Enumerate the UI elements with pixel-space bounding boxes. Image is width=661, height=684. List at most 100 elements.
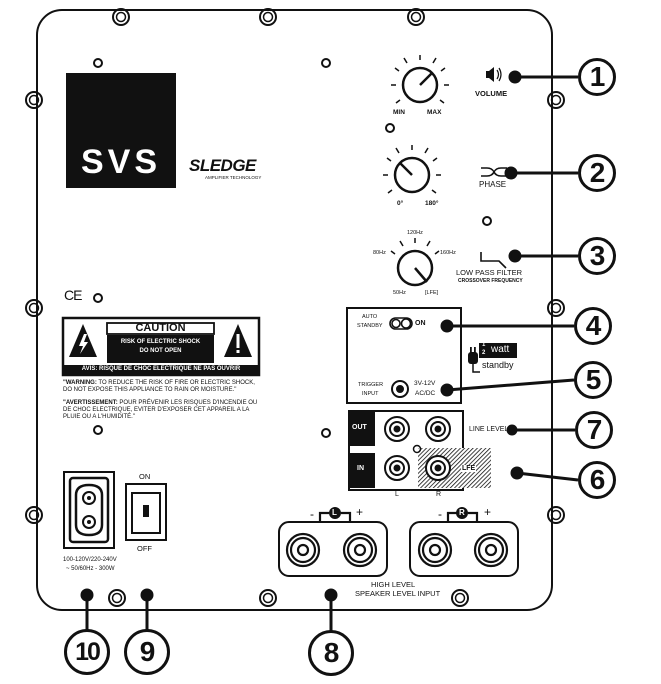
half-watt-num: 1 — [482, 342, 486, 348]
lowpass-80-label: 80Hz — [373, 250, 386, 256]
trigger-input-label: INPUT — [362, 391, 379, 397]
volume-max-label: MAX — [427, 109, 442, 116]
lowpass-label: LOW PASS FILTER — [456, 268, 522, 277]
callout-3: 3 — [578, 237, 616, 275]
volume-speaker-icon — [486, 67, 502, 82]
lowpass-50-label: 50Hz — [393, 290, 406, 296]
phase-label: PHASE — [479, 180, 507, 189]
screw-icon — [259, 589, 277, 607]
hl-left-badge-letter: L — [332, 508, 337, 517]
hl-right-plus: + — [484, 505, 492, 519]
line-level-label: LINE LEVEL — [469, 426, 509, 433]
plug-icon — [468, 347, 480, 373]
half-watt-den: 2 — [482, 350, 486, 356]
lowpass-knob-icon — [390, 238, 440, 287]
caution-label — [61, 316, 261, 377]
exclamation-warning-icon — [224, 324, 252, 357]
hl-left-plus: + — [356, 505, 364, 519]
power-inlet-icon — [63, 471, 115, 549]
trigger-voltage-label: 3V-12V — [414, 380, 436, 387]
phase-0-label: 0° — [397, 200, 404, 207]
control-box — [346, 307, 462, 404]
svs-logo-block — [66, 73, 176, 188]
ce-mark: CE — [64, 287, 82, 303]
callout-6: 6 — [578, 461, 616, 499]
lightning-warning-icon — [69, 324, 97, 357]
screw-icon — [108, 589, 126, 607]
callout-8: 8 — [308, 630, 354, 676]
lfe-label: LFE — [461, 465, 477, 472]
left-post-frame — [278, 521, 388, 577]
avert-bold: "AVERTISSEMENT: — [63, 400, 118, 406]
power-off-label: OFF — [137, 544, 152, 553]
volume-label: VOLUME — [475, 89, 508, 98]
power-rating-2: ~ 50/60Hz - 300W — [66, 566, 115, 572]
callout-4: 4 — [574, 307, 612, 345]
standby-label: STANDBY — [357, 323, 383, 329]
callout-1: 1 — [578, 58, 616, 96]
screw-icon — [25, 506, 43, 524]
lowpass-160-label: 160Hz — [440, 250, 456, 256]
line-in-label: IN — [357, 465, 364, 472]
binding-post-icon — [285, 532, 321, 568]
half-watt-badge — [468, 343, 517, 373]
half-watt-text: watt — [491, 344, 510, 355]
trigger-acdc-label: AC/DC — [415, 390, 436, 397]
rca-jack-icon — [384, 416, 410, 442]
lowpass-120-label: 120Hz — [407, 230, 423, 236]
warning-rest: TO REDUCE THE RISK OF FIRE OR ELECTRIC S… — [63, 380, 255, 393]
rca-jack-icon — [384, 455, 410, 481]
sledge-logo: SLEDGE — [189, 156, 256, 175]
screw-icon — [547, 506, 565, 524]
screw-icon — [259, 8, 277, 26]
binding-post-icon — [473, 532, 509, 568]
caution-line1: RISK OF ELECTRIC SHOCK — [120, 339, 201, 345]
hl-right-badge-letter: R — [459, 508, 465, 517]
speaker-level-input-label: SPEAKER LEVEL INPUT — [355, 589, 441, 598]
screw-icon — [25, 91, 43, 109]
screw-icon — [407, 8, 425, 26]
mounting-screws — [25, 8, 565, 607]
power-rating-1: 100-120V/220-240V — [63, 557, 117, 563]
screw-icon — [547, 91, 565, 109]
callout-5: 5 — [574, 361, 612, 399]
caution-title: CAUTION — [135, 322, 186, 334]
small-holes — [93, 58, 492, 438]
phase-180-label: 180° — [425, 200, 439, 207]
screw-icon — [451, 589, 469, 607]
auto-label: AUTO — [362, 314, 378, 320]
rca-jack-lfe-icon — [425, 455, 451, 481]
line-r-label: R — [436, 491, 442, 498]
svs-logo: SVS — [80, 143, 162, 181]
power-on-label: ON — [139, 472, 151, 481]
ground-icon — [412, 444, 422, 454]
high-level-label: HIGH LEVEL — [371, 580, 416, 589]
binding-post-icon — [342, 532, 378, 568]
lowpass-lfe-label: [LFE] — [425, 290, 439, 296]
lowpass-filter-icon — [480, 252, 507, 269]
r-badge-icon — [446, 507, 479, 521]
standby-on-label: ON — [415, 320, 426, 327]
screw-icon — [547, 299, 565, 317]
callout-9: 9 — [124, 629, 170, 675]
callout-10: 10 — [64, 629, 110, 675]
volume-min-label: MIN — [393, 109, 405, 116]
right-post-frame — [409, 521, 519, 577]
warning-text: "WARNING: TO REDUCE THE RISK OF FIRE OR … — [63, 380, 263, 394]
warning-bold: "WARNING: — [63, 380, 97, 386]
screw-icon — [112, 8, 130, 26]
hl-left-minus: - — [310, 507, 314, 521]
screw-icon — [25, 299, 43, 317]
lowpass-sub-label: CROSSOVER FREQUENCY — [458, 278, 523, 284]
sledge-subtitle: AMPLIFIER TECHNOLOGY — [205, 175, 262, 180]
power-switch-icon — [125, 483, 167, 541]
callout-2: 2 — [578, 154, 616, 192]
l-badge-icon — [318, 507, 352, 521]
caution-line2: DO NOT OPEN — [139, 348, 182, 354]
phase-symbol-icon — [481, 167, 507, 177]
standby-switch-icon — [389, 317, 413, 330]
caution-avis: AVIS: RISQUE DE CHOC ELECTRIQUE NE PAS O… — [81, 366, 241, 372]
avert-rest: POUR PRÉVENIR LES RISQUES D'INCENDIE OU … — [63, 400, 258, 420]
binding-post-icon — [417, 532, 453, 568]
